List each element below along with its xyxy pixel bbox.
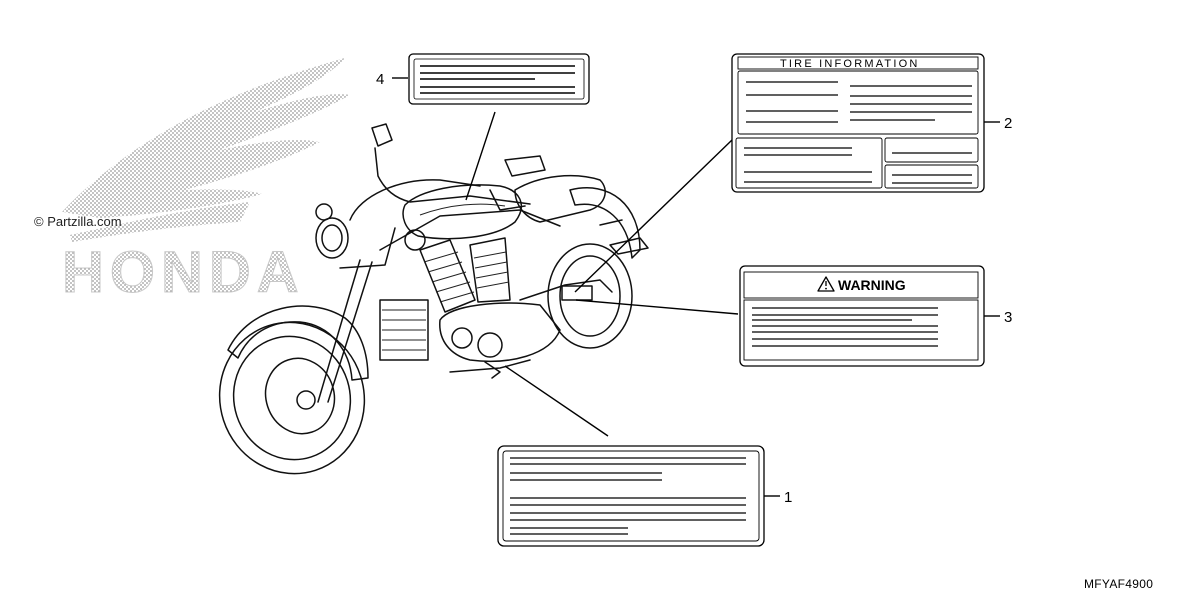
callout-4: 4 (376, 71, 384, 88)
motorcycle-illustration (218, 123, 649, 475)
part-code: MFYAF4900 (1084, 577, 1153, 591)
honda-wing-logo (62, 58, 350, 242)
copyright-watermark: © Partzilla.com (34, 214, 122, 229)
honda-watermark-text: HONDA (62, 240, 305, 305)
tire-information-label: TIRE INFORMATION (731, 53, 985, 193)
label-1 (497, 445, 765, 547)
label-4 (408, 53, 590, 105)
leader-lines (392, 77, 1000, 497)
callout-2: 2 (1004, 115, 1012, 132)
tire-information-title: TIRE INFORMATION (780, 58, 920, 70)
callout-3: 3 (1004, 309, 1012, 326)
warning-label: WARNING (739, 265, 985, 367)
callout-1: 1 (784, 489, 792, 506)
warning-title: WARNING (838, 277, 906, 293)
warning-triangle-icon (817, 276, 835, 292)
